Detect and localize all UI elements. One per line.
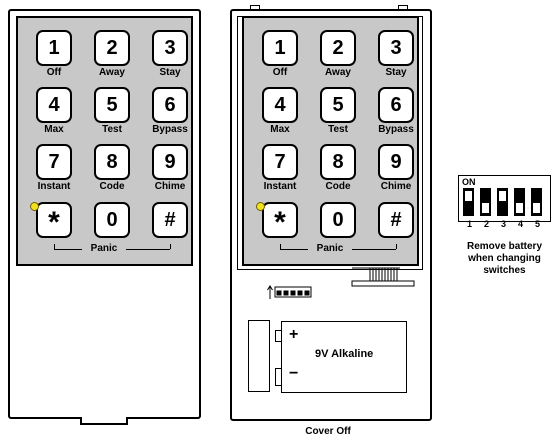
left-key-label: Test bbox=[102, 124, 122, 135]
left-key-hash[interactable]: # bbox=[152, 202, 188, 238]
dip-switch-lever bbox=[498, 190, 507, 202]
right-key-label: Away bbox=[325, 67, 351, 78]
internal-dip-switch bbox=[267, 285, 312, 299]
left-key-7[interactable]: 7 bbox=[36, 144, 72, 180]
right-panic-bracket-left bbox=[280, 249, 308, 250]
right-panic-tick bbox=[396, 244, 397, 249]
dip-switch-3[interactable] bbox=[497, 188, 508, 216]
left-key-label: Instant bbox=[37, 181, 71, 192]
right-key-star[interactable]: * bbox=[262, 202, 298, 239]
battery-holder bbox=[248, 320, 270, 392]
right-key-hash[interactable]: # bbox=[378, 202, 414, 238]
dip-switch-lever bbox=[532, 202, 541, 214]
left-key-label: Code bbox=[99, 181, 125, 192]
dip-switch-number: 1 bbox=[466, 219, 472, 229]
left-key-6[interactable]: 6 bbox=[152, 87, 188, 123]
dip-switch-1[interactable] bbox=[463, 188, 474, 216]
left-panic-bracket-left bbox=[54, 249, 82, 250]
dip-switch-number: 5 bbox=[534, 219, 540, 229]
right-key-0[interactable]: 0 bbox=[320, 202, 356, 238]
right-key-4[interactable]: 4 bbox=[262, 87, 298, 123]
right-key-label: Off bbox=[272, 67, 288, 78]
right-key-label: Instant bbox=[263, 181, 297, 192]
right-key-7[interactable]: 7 bbox=[262, 144, 298, 180]
right-key-label: Chime bbox=[380, 181, 412, 192]
left-key-label: Max bbox=[44, 124, 64, 135]
right-key-5[interactable]: 5 bbox=[320, 87, 356, 123]
right-key-label: Max bbox=[270, 124, 290, 135]
battery-9v bbox=[281, 321, 407, 393]
left-panic-tick bbox=[170, 244, 171, 249]
left-key-label: Bypass bbox=[152, 124, 188, 135]
left-key-label: Away bbox=[99, 67, 125, 78]
left-key-label: Off bbox=[46, 67, 62, 78]
left-key-1[interactable]: 1 bbox=[36, 30, 72, 66]
right-status-led bbox=[256, 202, 265, 211]
right-key-label: Bypass bbox=[378, 124, 414, 135]
left-key-8[interactable]: 8 bbox=[94, 144, 130, 180]
dip-switch-number: 2 bbox=[483, 219, 489, 229]
right-key-1[interactable]: 1 bbox=[262, 30, 298, 66]
dip-on-label: ON bbox=[462, 177, 476, 187]
left-key-3[interactable]: 3 bbox=[152, 30, 188, 66]
dip-switch-lever bbox=[515, 202, 524, 214]
right-panic-label: Panic bbox=[316, 243, 344, 254]
dip-switch-number: 3 bbox=[500, 219, 506, 229]
left-key-9[interactable]: 9 bbox=[152, 144, 188, 180]
right-panic-bracket-right bbox=[352, 249, 396, 250]
left-key-5[interactable]: 5 bbox=[94, 87, 130, 123]
left-status-led bbox=[30, 202, 39, 211]
left-key-label: Stay bbox=[159, 67, 181, 78]
right-key-6[interactable]: 6 bbox=[378, 87, 414, 123]
left-key-4[interactable]: 4 bbox=[36, 87, 72, 123]
right-key-9[interactable]: 9 bbox=[378, 144, 414, 180]
dip-switch-lever bbox=[464, 190, 473, 202]
right-panic-tick bbox=[280, 244, 281, 249]
cover-off-caption: Cover Off bbox=[305, 426, 351, 437]
left-key-star[interactable]: * bbox=[36, 202, 72, 239]
right-key-2[interactable]: 2 bbox=[320, 30, 356, 66]
right-key-8[interactable]: 8 bbox=[320, 144, 356, 180]
battery-plus: + bbox=[289, 326, 299, 343]
left-panic-label: Panic bbox=[90, 243, 118, 254]
dip-note: Remove battery when changing switches bbox=[466, 241, 543, 276]
right-key-label: Code bbox=[325, 181, 351, 192]
right-key-label: Test bbox=[328, 124, 348, 135]
left-key-0[interactable]: 0 bbox=[94, 202, 130, 238]
right-key-3[interactable]: 3 bbox=[378, 30, 414, 66]
left-key-2[interactable]: 2 bbox=[94, 30, 130, 66]
battery-minus: − bbox=[289, 365, 299, 382]
remote-bottom-tab bbox=[80, 417, 128, 425]
left-panic-tick bbox=[54, 244, 55, 249]
ribbon-connector bbox=[351, 267, 415, 287]
dip-switch-lever bbox=[481, 202, 490, 214]
battery-label: 9V Alkaline bbox=[315, 348, 374, 360]
right-key-label: Stay bbox=[385, 67, 407, 78]
left-key-label: Chime bbox=[154, 181, 186, 192]
dip-switch-number: 4 bbox=[517, 219, 523, 229]
left-panic-bracket-right bbox=[126, 249, 170, 250]
